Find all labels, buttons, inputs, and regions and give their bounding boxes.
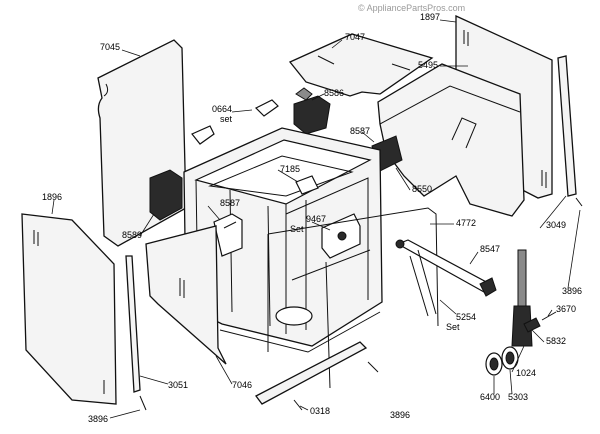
label-7185: 7185 [280,164,300,174]
label-8547: 8547 [480,244,500,254]
part-3049-side-strip[interactable] [557,55,577,197]
label-7047: 7047 [345,32,365,42]
label-3670: 3670 [556,304,576,314]
part-1896-left-side-panel[interactable] [21,213,117,405]
part-7047-top-panel[interactable] [288,33,434,97]
label-3896-left: 3896 [88,414,108,424]
leader-lines [51,19,581,419]
label-5495: 5495 [418,60,438,70]
label-3049: 3049 [546,220,566,230]
label-3896-right: 3896 [562,286,582,296]
part-5495-insulation-blanket[interactable] [377,63,525,217]
label-5254-set: Set [446,322,460,332]
part-1024-spray-tube[interactable] [511,249,533,347]
part-5832-clip[interactable] [523,317,541,333]
label-0318: 0318 [310,406,330,416]
part-8586-hinge-bracket[interactable] [293,87,331,135]
part-0664-bracket-set[interactable] [191,99,279,145]
label-4772: 4772 [456,218,476,228]
part-8589-control-box[interactable] [149,169,183,221]
watermark: © AppliancePartsPros.com [358,3,465,13]
label-9467: 9467 [306,214,326,224]
label-1896: 1896 [42,192,62,202]
label-5254: 5254 [456,312,476,322]
part-3051-side-strip[interactable] [125,255,141,393]
part-3896-screw-a[interactable] [139,395,147,411]
label-8589: 8589 [122,230,142,240]
label-8587-lower: 8587 [220,198,240,208]
label-6400: 6400 [480,392,500,402]
label-0664-set: set [220,114,233,124]
label-3051: 3051 [168,380,188,390]
part-6400-washer[interactable] [485,352,503,376]
label-1897: 1897 [420,12,440,22]
part-5303-nut[interactable] [501,346,519,370]
part-3896-screw-b[interactable] [367,361,379,373]
part-7046-front-panel[interactable] [145,225,227,365]
part-7185-mount-bracket[interactable] [295,175,319,195]
label-9467-set: Set [290,224,304,234]
part-5254-tube-set[interactable] [409,249,437,317]
part-3896-screw-c[interactable] [293,399,303,411]
part-7045-side-panel[interactable] [97,39,187,247]
label-8550: 8550 [412,184,432,194]
tub-frame[interactable] [183,127,383,353]
part-8587-lower-bracket[interactable] [213,213,243,257]
label-8586: 8586 [324,88,344,98]
label-5832: 5832 [546,336,566,346]
label-5303: 5303 [508,392,528,402]
label-1024: 1024 [516,368,536,378]
label-0664: 0664 [212,104,232,114]
part-8547-spray-arm[interactable] [395,239,497,297]
label-3896-bottom: 3896 [390,410,410,420]
label-7046: 7046 [232,380,252,390]
part-3896-screw-d[interactable] [575,197,583,207]
label-7045: 7045 [100,42,120,52]
part-9467-bracket-set[interactable] [321,213,361,259]
part-3670-screw[interactable] [541,311,557,321]
part-0318-bottom-rail[interactable] [255,341,368,405]
label-8587-upper: 8587 [350,126,370,136]
